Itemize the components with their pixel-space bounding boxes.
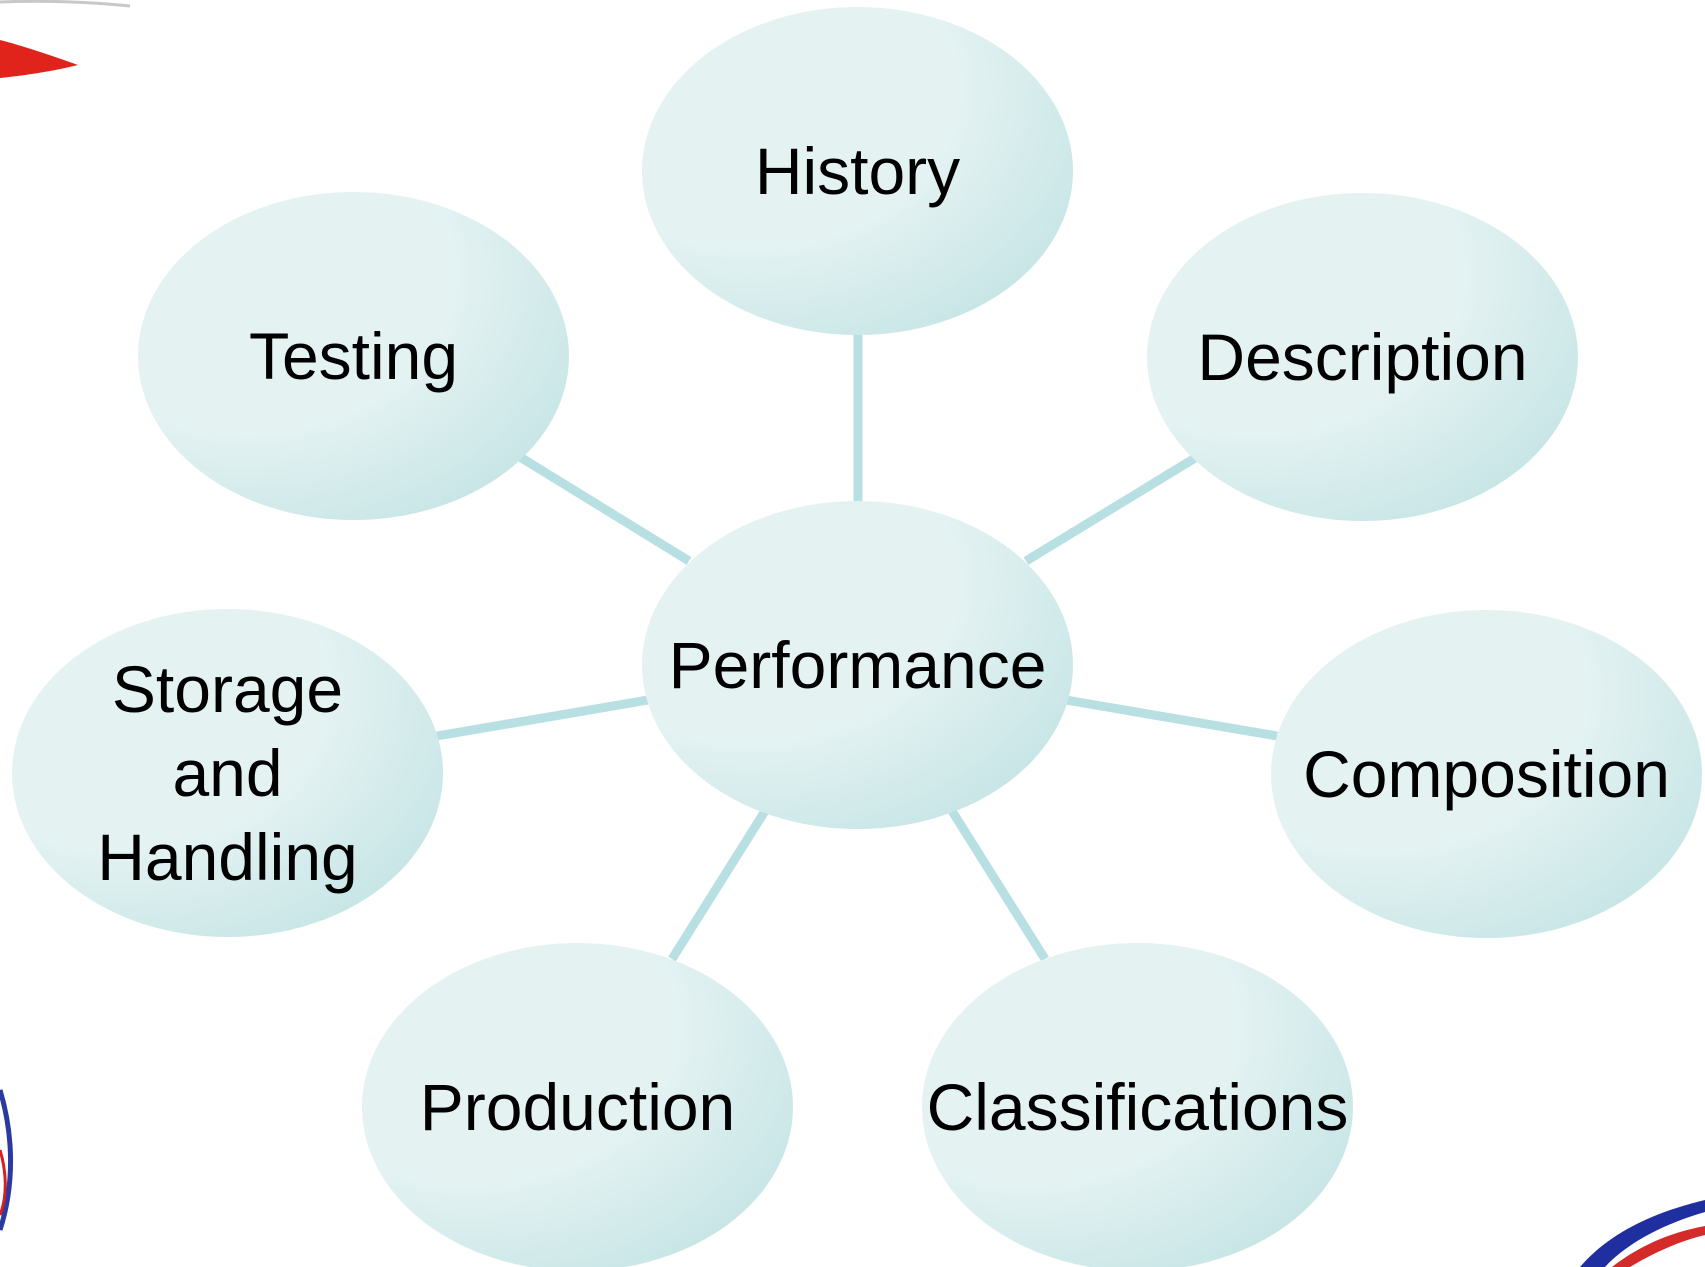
node-description: Description	[1147, 193, 1578, 521]
connector-storage	[436, 695, 649, 741]
red-swoosh-bottom-right	[1612, 1226, 1705, 1267]
connector-production	[668, 808, 769, 962]
connector-description	[1023, 454, 1198, 565]
node-composition: Composition	[1271, 610, 1702, 938]
red-swoosh-bottom-left	[0, 1149, 7, 1216]
blue-swoosh-bottom-right	[1580, 1200, 1705, 1267]
blue-swoosh-bottom-left	[0, 1089, 14, 1231]
node-performance-center: Performance	[642, 501, 1073, 829]
node-testing: Testing	[138, 192, 569, 520]
connector-composition	[1065, 695, 1278, 741]
node-performance-label: Performance	[668, 628, 1047, 702]
red-swoosh-top-left	[0, 40, 78, 78]
node-history: History	[642, 7, 1073, 335]
node-testing-label: Testing	[248, 319, 459, 393]
gray-swoosh-top-left	[0, 0, 131, 8]
node-production: Production	[362, 943, 793, 1267]
connector-testing	[517, 453, 692, 565]
connector-classifications	[948, 808, 1049, 962]
node-storage-and-handling: Storage and Handling	[12, 609, 443, 937]
node-description-label: Description	[1197, 320, 1528, 394]
node-storage-label: Storage and Handling	[97, 652, 358, 894]
node-composition-label: Composition	[1303, 737, 1670, 811]
node-classifications-label: Classifications	[926, 1070, 1349, 1144]
node-production-label: Production	[419, 1070, 736, 1144]
node-classifications: Classifications	[922, 943, 1353, 1267]
node-history-label: History	[754, 134, 961, 208]
